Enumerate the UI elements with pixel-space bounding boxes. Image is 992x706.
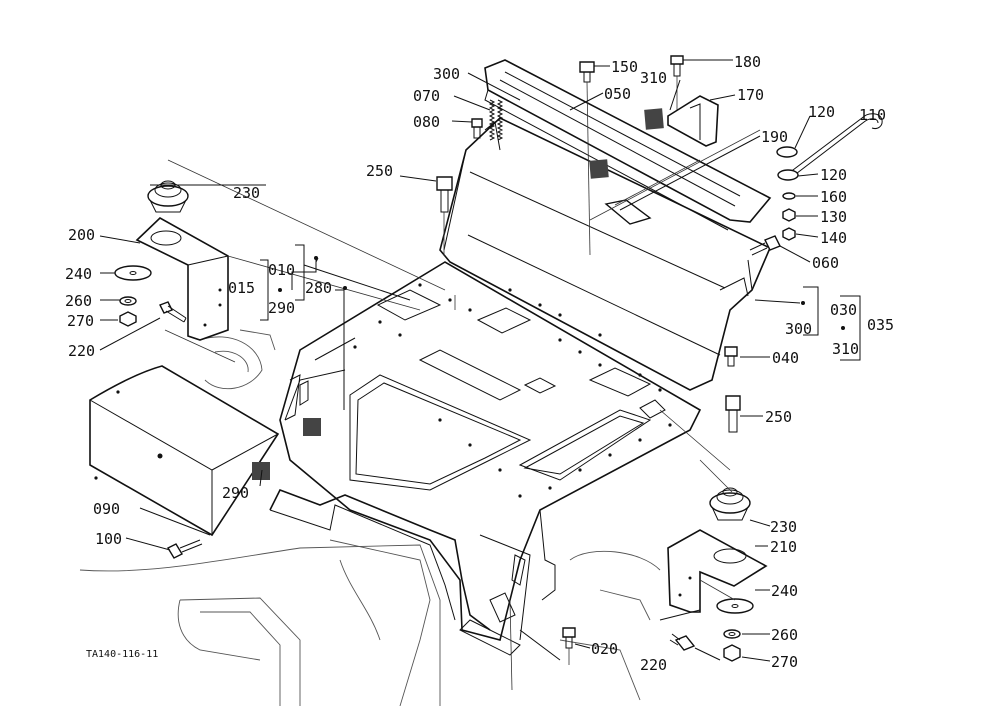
spring-washer-260-left (119, 296, 137, 306)
label-250-lower: 250 (765, 408, 792, 426)
bolt-020 (562, 627, 576, 665)
washer-240-left (114, 265, 152, 281)
label-250-upper: 250 (366, 162, 393, 180)
spring-washer-260-right (723, 629, 741, 639)
reference-code: TA140-116-11 (86, 649, 158, 660)
bolt-250-upper (436, 176, 453, 256)
washer-120-upper (776, 146, 798, 158)
nut-130 (782, 208, 796, 222)
nut-140 (782, 227, 796, 241)
label-270-left: 270 (67, 312, 94, 330)
label-015: 015 (228, 279, 255, 297)
label-300-top: 300 (433, 65, 460, 83)
leader-dots (278, 256, 845, 330)
label-280: 280 (305, 279, 332, 297)
side-cover-090 (89, 365, 280, 537)
label-240-left: 240 (65, 265, 92, 283)
bolt-220-left (159, 301, 187, 323)
label-190: 190 (761, 128, 788, 146)
spring-070 (488, 99, 504, 141)
label-060: 060 (812, 254, 839, 272)
label-035: 035 (867, 316, 894, 334)
pad-300-310 (589, 108, 664, 179)
label-130: 130 (820, 208, 847, 226)
pad-280 (303, 418, 321, 436)
label-310-mid: 310 (832, 340, 859, 358)
label-290-upper: 290 (268, 299, 295, 317)
label-270-right: 270 (771, 653, 798, 671)
label-070: 070 (413, 87, 440, 105)
mount-bracket-200-left (135, 217, 229, 341)
deck-bolt-holes (353, 283, 672, 498)
label-080: 080 (413, 113, 440, 131)
part-labels: 150 180 300 310 070 050 170 120 110 080 … (65, 53, 894, 674)
washer-160 (782, 192, 796, 200)
label-260-right: 260 (771, 626, 798, 644)
bolt-040 (724, 346, 738, 367)
construction-lines (164, 129, 761, 691)
label-290-lower: 290 (222, 484, 249, 502)
label-090: 090 (93, 500, 120, 518)
nut-270-left (119, 311, 137, 327)
rubber-mount-230-right (709, 487, 751, 521)
label-040: 040 (772, 349, 799, 367)
label-310-top: 310 (640, 69, 667, 87)
label-230-left: 230 (233, 184, 260, 202)
label-140: 140 (820, 229, 847, 247)
label-220-left: 220 (68, 342, 95, 360)
label-010: 010 (268, 261, 295, 279)
label-160: 160 (820, 188, 847, 206)
label-030: 030 (830, 301, 857, 319)
rubber-mount-230-left (147, 180, 189, 213)
label-110: 110 (859, 106, 886, 124)
hatched-pad (252, 462, 270, 480)
leader-lines (99, 59, 861, 662)
chassis-frame-background (79, 329, 661, 706)
label-300-mid: 300 (785, 320, 812, 338)
bracket-plate-050 (484, 59, 772, 231)
bolt-080 (471, 118, 483, 139)
washer-120-lower (777, 169, 799, 181)
label-150: 150 (611, 58, 638, 76)
bolt-180 (670, 55, 684, 110)
bolt-250-lower (725, 395, 741, 433)
label-170: 170 (737, 86, 764, 104)
label-210: 210 (770, 538, 797, 556)
fender-deck (269, 261, 702, 656)
bolt-220-right (669, 633, 696, 651)
mount-bracket-210-right (667, 529, 768, 613)
seat-back-panel (439, 117, 772, 391)
label-200: 200 (68, 226, 95, 244)
label-120-lower: 120 (820, 166, 847, 184)
hook-rod-110 (784, 113, 883, 181)
bar-190 (604, 199, 652, 225)
bracket-170 (667, 95, 719, 147)
label-100: 100 (95, 530, 122, 548)
label-120-upper: 120 (808, 103, 835, 121)
label-180: 180 (734, 53, 761, 71)
nut-270-right (723, 644, 741, 662)
label-220-right: 220 (640, 656, 667, 674)
label-240-right: 240 (771, 582, 798, 600)
label-050: 050 (604, 85, 631, 103)
label-260-left: 260 (65, 292, 92, 310)
label-020: 020 (591, 640, 618, 658)
bolt-150 (579, 61, 595, 256)
label-230-right: 230 (770, 518, 797, 536)
washer-240-right (716, 598, 754, 614)
bolt-100 (167, 539, 203, 559)
